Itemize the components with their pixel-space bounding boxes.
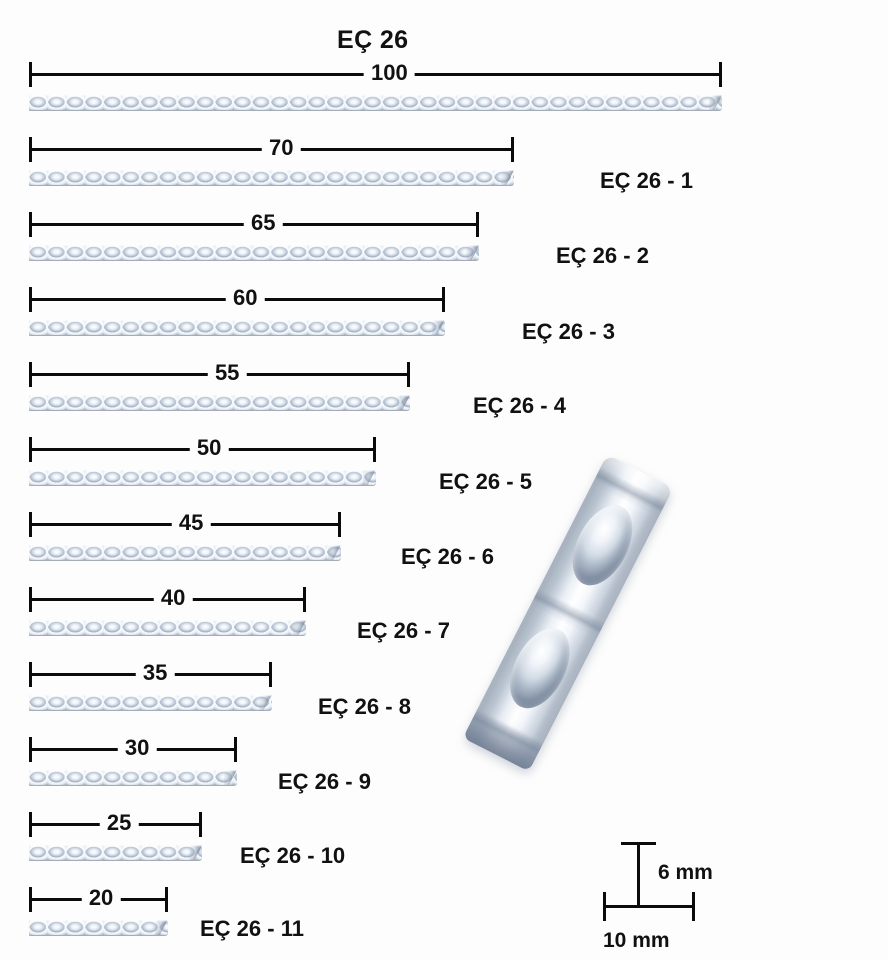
width-left-tick bbox=[603, 892, 606, 921]
length-dimension: 45 bbox=[29, 510, 341, 537]
dimension-tick-right bbox=[441, 287, 445, 312]
dimension-tick-left bbox=[29, 512, 32, 537]
bead-dimple bbox=[560, 495, 645, 595]
moulding-strip bbox=[29, 845, 203, 860]
length-value-label: 100 bbox=[364, 60, 415, 85]
width-dimension-line bbox=[603, 905, 695, 908]
moulding-strip bbox=[29, 95, 722, 110]
length-value-label: 60 bbox=[225, 285, 265, 310]
cross-section-callout: 6 mm 10 mm bbox=[590, 820, 870, 951]
part-code-label: EÇ 26 - 8 bbox=[318, 694, 411, 719]
moulding-strip bbox=[29, 170, 515, 185]
part-code-label: EÇ 26 - 4 bbox=[473, 393, 566, 418]
moulding-strip bbox=[29, 620, 307, 635]
dimension-tick-left bbox=[29, 287, 32, 312]
part-code-label: EÇ 26 - 5 bbox=[439, 469, 532, 494]
length-value-label: 45 bbox=[171, 510, 211, 535]
length-value-label: 35 bbox=[135, 660, 175, 685]
part-code-label: EÇ 26 - 6 bbox=[401, 544, 494, 569]
strip-end-cap bbox=[154, 920, 168, 935]
length-value-label: 50 bbox=[189, 435, 229, 460]
dimension-tick-left bbox=[29, 362, 32, 387]
page-title: EÇ 26 bbox=[337, 26, 409, 54]
strip-end-cap bbox=[397, 395, 411, 410]
moulding-strip bbox=[29, 695, 272, 710]
strip-end-cap bbox=[293, 620, 307, 635]
length-dimension: 50 bbox=[29, 435, 376, 462]
strip-end-cap bbox=[189, 845, 203, 860]
part-code-label: EÇ 26 - 9 bbox=[278, 769, 371, 794]
dimension-tick-right bbox=[476, 212, 480, 237]
length-value-label: 40 bbox=[153, 585, 193, 610]
height-dimension-label: 6 mm bbox=[658, 861, 713, 884]
dimension-tick-left bbox=[29, 212, 32, 237]
width-right-tick bbox=[692, 892, 695, 921]
strip-end-cap bbox=[362, 470, 376, 485]
strip-end-cap bbox=[501, 170, 515, 185]
length-dimension: 70 bbox=[29, 135, 515, 162]
length-dimension: 40 bbox=[29, 585, 307, 612]
length-dimension: 60 bbox=[29, 285, 445, 312]
part-code-label: EÇ 26 - 10 bbox=[240, 843, 346, 868]
moulding-strip bbox=[29, 920, 168, 935]
length-dimension: 55 bbox=[29, 360, 411, 387]
width-dimension-label: 10 mm bbox=[603, 929, 670, 952]
dimension-tick-right bbox=[233, 737, 237, 762]
part-code-label: EÇ 26 - 3 bbox=[522, 319, 615, 344]
dimension-tick-right bbox=[337, 512, 341, 537]
strip-end-cap bbox=[327, 545, 341, 560]
moulding-strip bbox=[29, 320, 445, 335]
length-value-label: 65 bbox=[243, 210, 283, 235]
dimension-tick-right bbox=[511, 137, 515, 162]
height-dimension-line bbox=[637, 842, 640, 908]
dimension-tick-right bbox=[407, 362, 411, 387]
strip-end-cap bbox=[258, 695, 272, 710]
strip-end-cap bbox=[466, 245, 480, 260]
length-dimension: 35 bbox=[29, 660, 272, 687]
strip-end-cap bbox=[223, 770, 237, 785]
dimension-tick-right bbox=[164, 887, 168, 912]
part-code-label: EÇ 26 - 2 bbox=[556, 243, 649, 268]
length-value-label: 20 bbox=[81, 885, 121, 910]
dimension-tick-right bbox=[199, 812, 203, 837]
dimension-tick-right bbox=[303, 587, 307, 612]
moulding-strip bbox=[29, 770, 237, 785]
bar-bevel-foot bbox=[462, 707, 545, 772]
strip-end-cap bbox=[431, 320, 445, 335]
dimension-tick-left bbox=[29, 662, 32, 687]
length-value-label: 70 bbox=[262, 135, 301, 160]
part-code-label: EÇ 26 - 11 bbox=[200, 916, 304, 941]
dimension-tick-left bbox=[29, 437, 32, 462]
moulding-strip bbox=[29, 245, 480, 260]
moulding-strip bbox=[29, 545, 341, 560]
dimension-tick-right bbox=[268, 662, 272, 687]
moulding-strip bbox=[29, 470, 376, 485]
moulding-strip bbox=[29, 395, 411, 410]
dimension-tick-left bbox=[29, 737, 32, 762]
dimension-tick-left bbox=[29, 62, 32, 87]
product-3d-render bbox=[455, 440, 725, 800]
length-value-label: 25 bbox=[99, 810, 139, 835]
dimension-tick-right bbox=[719, 62, 722, 87]
length-dimension: 100 bbox=[29, 60, 722, 87]
part-code-label: EÇ 26 - 7 bbox=[357, 618, 450, 643]
length-dimension: 20 bbox=[29, 885, 168, 912]
length-value-label: 30 bbox=[117, 735, 157, 760]
length-dimension: 30 bbox=[29, 735, 237, 762]
length-dimension: 65 bbox=[29, 210, 480, 237]
part-code-label: EÇ 26 - 1 bbox=[600, 168, 693, 193]
height-top-tick bbox=[621, 842, 656, 845]
strip-end-cap bbox=[709, 95, 722, 110]
length-dimension: 25 bbox=[29, 810, 203, 837]
dimension-tick-left bbox=[29, 887, 32, 912]
dimension-tick-right bbox=[372, 437, 376, 462]
bead-dimple bbox=[498, 618, 582, 718]
length-value-label: 55 bbox=[207, 360, 247, 385]
moulding-bar-3d bbox=[462, 454, 674, 772]
dimension-tick-left bbox=[29, 812, 32, 837]
dimension-tick-left bbox=[29, 137, 32, 162]
dimension-tick-left bbox=[29, 587, 32, 612]
